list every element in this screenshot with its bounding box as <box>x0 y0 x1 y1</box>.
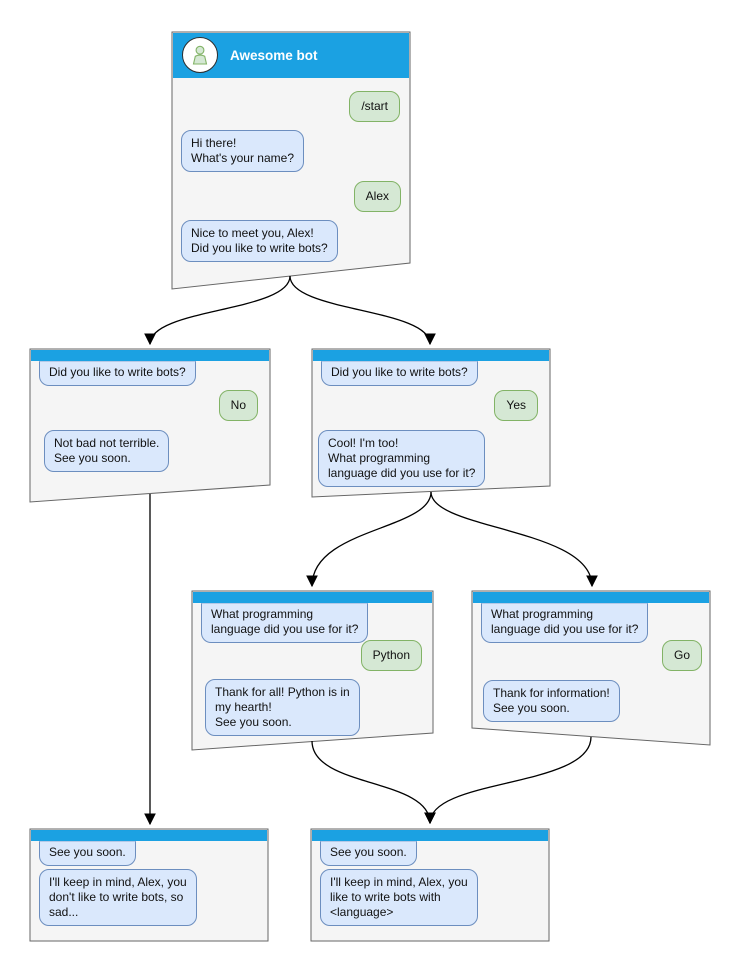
arrow-main-to-yes <box>289 275 436 346</box>
user-answer-no: No <box>218 390 258 421</box>
bot-reply-no: Not bad not terrible. See you soon. <box>44 430 170 472</box>
bot-intro-end-yes: See you soon. <box>320 841 417 866</box>
end-no-titlebar <box>31 830 267 841</box>
user-answer-go: Go <box>661 640 702 671</box>
bot-message-ask-bots: Nice to meet you, Alex! Did you like to … <box>181 220 338 262</box>
user-message-start: /start <box>349 91 400 122</box>
bot-question-language-go: What programming language did you use fo… <box>481 603 649 643</box>
branch-yes-titlebar <box>313 350 549 361</box>
branch-go-titlebar <box>473 592 709 603</box>
arrow-main-to-no <box>144 275 291 346</box>
arrow-go-to-end <box>424 736 592 825</box>
branch-python-titlebar <box>193 592 432 603</box>
person-icon <box>192 45 208 65</box>
bot-reply-go: Thank for information! See you soon. <box>483 680 620 722</box>
end-yes-titlebar <box>312 830 548 841</box>
bot-reply-end-no: I'll keep in mind, Alex, you don't like … <box>39 869 197 926</box>
user-message-name: Alex <box>353 181 401 212</box>
bot-intro-end-no: See you soon. <box>39 841 136 866</box>
bot-question-bots-yes: Did you like to write bots? <box>321 361 478 386</box>
arrow-yes-to-python <box>306 491 432 588</box>
main-window-title: Awesome bot <box>230 47 318 63</box>
bot-message-greeting: Hi there! What's your name? <box>181 130 305 172</box>
user-answer-python: Python <box>360 640 422 671</box>
avatar <box>182 37 218 73</box>
user-answer-yes: Yes <box>494 390 538 421</box>
main-window-header: Awesome bot <box>172 32 410 78</box>
arrow-python-to-end <box>311 740 436 825</box>
bot-question-language-python: What programming language did you use fo… <box>201 603 369 643</box>
bot-reply-yes: Cool! I'm too! What programming language… <box>318 430 486 487</box>
branch-no-titlebar <box>31 350 269 361</box>
bot-reply-python: Thank for all! Python is in my hearth! S… <box>205 679 360 736</box>
arrow-yes-to-go <box>430 491 598 588</box>
bot-question-bots-no: Did you like to write bots? <box>39 361 196 386</box>
bot-reply-end-yes: I'll keep in mind, Alex, you like to wri… <box>320 869 478 926</box>
